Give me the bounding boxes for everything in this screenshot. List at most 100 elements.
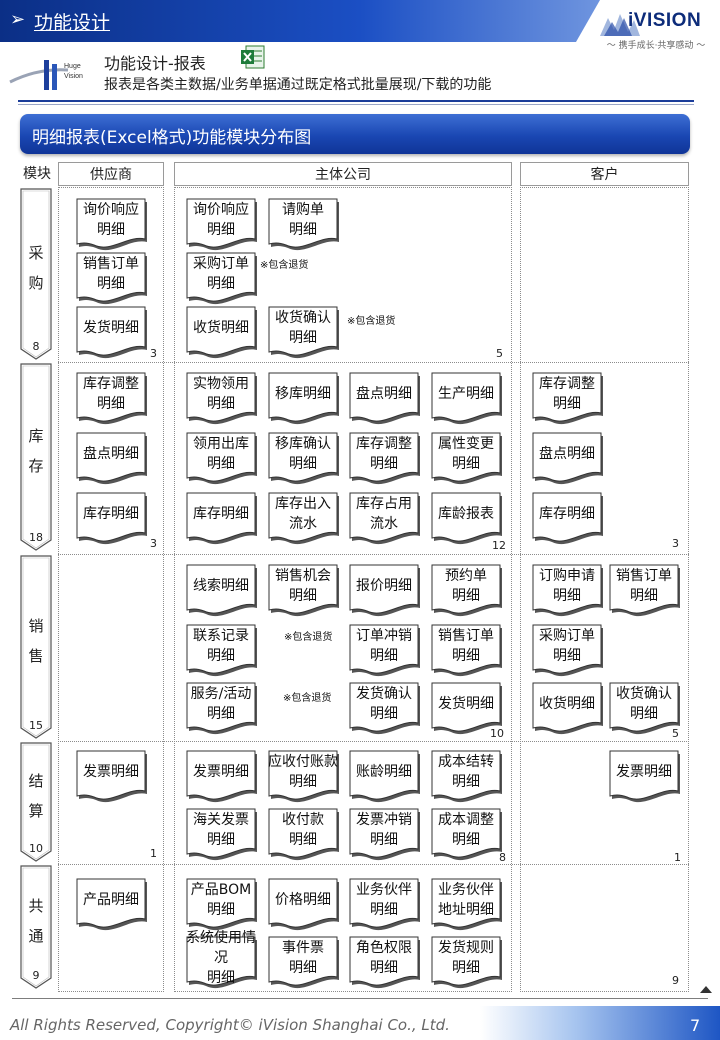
report-doc-s-c7[interactable]: 销售订单 明细 (431, 624, 502, 677)
report-doc-label: 发货明细 (438, 696, 494, 712)
report-doc-m-c5[interactable]: 系统使用情况 明细 (186, 930, 257, 989)
report-doc-i-c2[interactable]: 移库明细 (268, 372, 339, 425)
report-doc-label: 属性变更 明细 (438, 436, 494, 472)
report-doc-i-c7[interactable]: 库存调整 明细 (349, 432, 420, 485)
report-doc-m-c1[interactable]: 产品BOM 明细 (186, 878, 257, 931)
category-label: 结 (28, 772, 44, 790)
report-doc-s-c5[interactable]: 联系记录 明细 (186, 624, 257, 677)
report-doc-t-c1[interactable]: 发票明细 (186, 750, 257, 803)
report-doc-i-s3[interactable]: 库存明细 (76, 492, 147, 545)
report-doc-m-c2[interactable]: 价格明细 (268, 878, 339, 931)
report-doc-s-k4[interactable]: 收货明细 (532, 682, 603, 735)
report-doc-label: 发票冲销 明细 (356, 812, 412, 848)
report-doc-s-c2[interactable]: 销售机会 明细 (268, 564, 339, 617)
category-label: 算 (28, 802, 44, 820)
report-doc-s-k3[interactable]: 采购订单 明细 (532, 624, 603, 677)
report-doc-t-c5[interactable]: 海关发票 明细 (186, 808, 257, 861)
huge-vision-logo: Huge Vision (9, 60, 83, 90)
category-label: 采 (28, 244, 44, 262)
report-doc-label: 库存调整 明细 (539, 376, 595, 412)
report-doc-t-c7[interactable]: 发票冲销 明细 (349, 808, 420, 861)
report-doc-p-c1[interactable]: 询价响应 明细 (186, 198, 257, 251)
report-doc-s-c6[interactable]: 订单冲销 明细 (349, 624, 420, 677)
page-number: 7 (690, 1016, 701, 1035)
report-doc-s-k5[interactable]: 收货确认 明细 (609, 682, 680, 735)
report-doc-i-c5[interactable]: 领用出库 明细 (186, 432, 257, 485)
report-doc-label: 盘点明细 (539, 446, 595, 462)
report-doc-label: 请购单 明细 (282, 202, 324, 238)
category-label: 库 (28, 427, 44, 445)
report-doc-p-c5[interactable]: 收货确认 明细 (268, 306, 339, 359)
excel-icon (241, 45, 265, 69)
brand-name: iVISION (628, 10, 702, 31)
report-doc-p-s2[interactable]: 销售订单 明细 (76, 252, 147, 305)
report-doc-i-k3[interactable]: 库存明细 (532, 492, 603, 545)
report-doc-t-s1[interactable]: 发票明细 (76, 750, 147, 803)
report-doc-m-c8[interactable]: 发货规则 明细 (431, 936, 502, 989)
report-doc-s-c10[interactable]: 发货明细 (431, 682, 502, 735)
report-doc-t-k1[interactable]: 发票明细 (609, 750, 680, 803)
report-doc-i-c11[interactable]: 库存占用 流水 (349, 492, 420, 545)
report-doc-t-c2[interactable]: 应收付账款 明细 (268, 750, 339, 803)
report-doc-s-c9[interactable]: 发货确认 明细 (349, 682, 420, 735)
report-doc-i-c3[interactable]: 盘点明细 (349, 372, 420, 425)
report-doc-label: 询价响应 明细 (193, 202, 249, 238)
report-doc-label: 收货明细 (193, 320, 249, 336)
category-label: 存 (28, 457, 44, 475)
report-doc-m-c7[interactable]: 角色权限 明细 (349, 936, 420, 989)
report-doc-label: 发货规则 明细 (438, 940, 494, 976)
report-doc-s-c4[interactable]: 预约单 明细 (431, 564, 502, 617)
report-doc-label: 产品BOM 明细 (190, 882, 252, 918)
report-doc-i-k2[interactable]: 盘点明细 (532, 432, 603, 485)
report-doc-label: 订单冲销 明细 (356, 628, 412, 664)
report-doc-i-k1[interactable]: 库存调整 明细 (532, 372, 603, 425)
report-doc-t-c6[interactable]: 收付款 明细 (268, 808, 339, 861)
col-header-module: 模块 (23, 166, 51, 182)
report-doc-i-s1[interactable]: 库存调整 明细 (76, 372, 147, 425)
report-doc-label: 实物领用 明细 (193, 376, 249, 412)
report-doc-label: 领用出库 明细 (193, 436, 249, 472)
report-doc-i-c8[interactable]: 属性变更 明细 (431, 432, 502, 485)
scroll-up-icon[interactable] (700, 986, 712, 993)
report-doc-i-c10[interactable]: 库存出入 流水 (268, 492, 339, 545)
report-doc-m-c3[interactable]: 业务伙伴 明细 (349, 878, 420, 931)
report-doc-label: 发票明细 (193, 764, 249, 780)
banner-title[interactable]: 功能设计 (34, 12, 111, 34)
report-doc-i-s2[interactable]: 盘点明细 (76, 432, 147, 485)
report-doc-p-c2[interactable]: 请购单 明细 (268, 198, 339, 251)
report-doc-i-c9[interactable]: 库存明细 (186, 492, 257, 545)
category-label: 通 (28, 927, 44, 945)
report-doc-p-s1[interactable]: 询价响应 明细 (76, 198, 147, 251)
cell-count: 1 (674, 851, 681, 864)
category-count: 18 (29, 531, 43, 544)
report-doc-p-c3[interactable]: 采购订单 明细 (186, 252, 257, 305)
report-doc-m-c4[interactable]: 业务伙伴 地址明细 (431, 878, 502, 931)
report-doc-t-c8[interactable]: 成本调整 明细 (431, 808, 502, 861)
report-doc-label: 销售订单 明细 (83, 256, 139, 292)
report-doc-m-s1[interactable]: 产品明细 (76, 878, 147, 931)
report-doc-s-c1[interactable]: 线索明细 (186, 564, 257, 617)
report-doc-s-k2[interactable]: 销售订单 明细 (609, 564, 680, 617)
report-doc-i-c4[interactable]: 生产明细 (431, 372, 502, 425)
category-label: 共 (28, 897, 44, 915)
report-doc-t-c4[interactable]: 成本结转 明细 (431, 750, 502, 803)
report-doc-label: 销售机会 明细 (275, 568, 331, 604)
report-doc-i-c1[interactable]: 实物领用 明细 (186, 372, 257, 425)
report-doc-s-k1[interactable]: 订购申请 明细 (532, 564, 603, 617)
report-doc-i-c12[interactable]: 库龄报表 (431, 492, 502, 545)
report-doc-s-c8[interactable]: 服务/活动 明细 (186, 682, 257, 735)
report-doc-m-c6[interactable]: 事件票 明细 (268, 936, 339, 989)
report-doc-label: 价格明细 (275, 892, 331, 908)
report-doc-label: 事件票 明细 (282, 940, 324, 976)
report-doc-p-c4[interactable]: 收货明细 (186, 306, 257, 359)
category-count: 10 (29, 842, 43, 855)
brand-slogan: ～ 携手成长·共享感动 ～ (606, 41, 706, 51)
report-doc-label: 产品明细 (83, 892, 139, 908)
banner-arrow-icon: ➢ (10, 9, 26, 30)
report-doc-i-c6[interactable]: 移库确认 明细 (268, 432, 339, 485)
report-doc-p-s3[interactable]: 发货明细 (76, 306, 147, 359)
report-doc-t-c3[interactable]: 账龄明细 (349, 750, 420, 803)
report-doc-s-c3[interactable]: 报价明细 (349, 564, 420, 617)
